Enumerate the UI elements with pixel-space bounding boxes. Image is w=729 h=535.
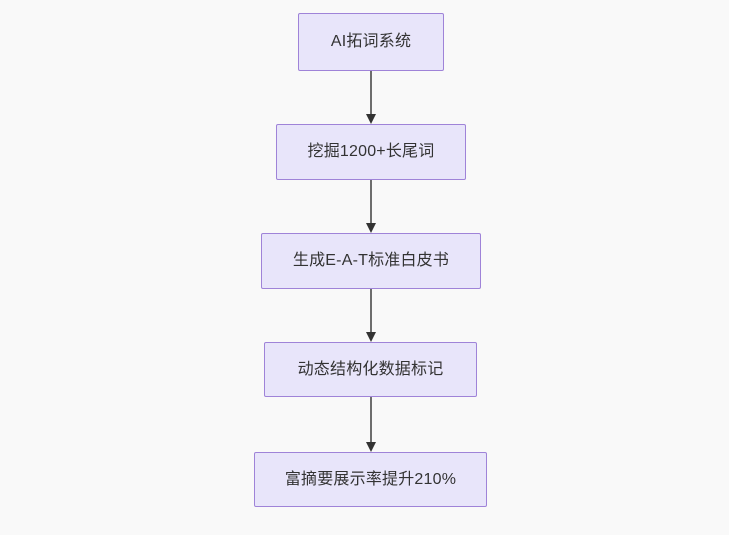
arrowhead-n2-n3 [366, 223, 376, 233]
flow-node-mine-longtail-keywords[interactable]: 挖掘1200+长尾词 [276, 124, 466, 180]
flow-node-label: AI拓词系统 [330, 33, 412, 51]
flow-node-dynamic-structured-data-markup[interactable]: 动态结构化数据标记 [264, 342, 477, 397]
flow-node-rich-snippet-impression-uplift[interactable]: 富摘要展示率提升210% [254, 452, 487, 507]
arrowhead-n3-n4 [366, 332, 376, 342]
flow-node-label: 挖掘1200+长尾词 [307, 143, 435, 161]
flow-node-label: 富摘要展示率提升210% [284, 470, 457, 488]
arrowhead-n1-n2 [366, 114, 376, 124]
flow-node-label: 生成E-A-T标准白皮书 [292, 252, 450, 270]
arrowhead-n4-n5 [366, 442, 376, 452]
flow-node-generate-eat-whitepaper[interactable]: 生成E-A-T标准白皮书 [261, 233, 481, 289]
flow-node-label: 动态结构化数据标记 [297, 360, 444, 378]
flow-node-ai-keyword-system[interactable]: AI拓词系统 [298, 13, 444, 71]
